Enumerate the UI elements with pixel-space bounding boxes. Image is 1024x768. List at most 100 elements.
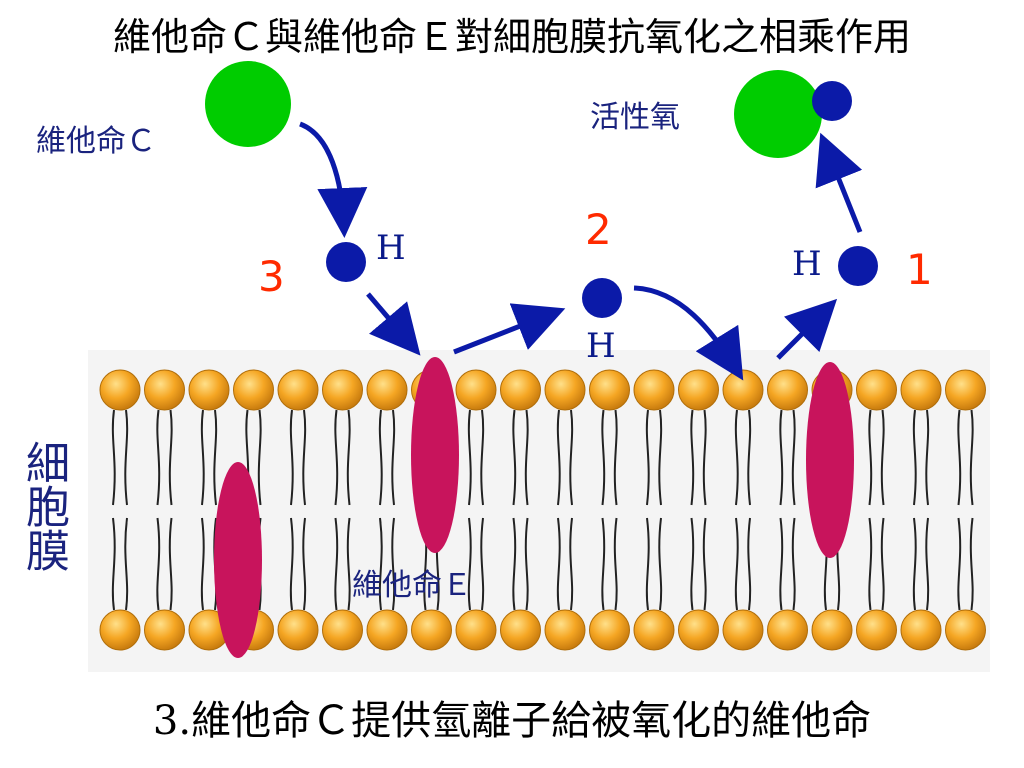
lipid-tail [702,409,707,506]
hydrogen-label-middle: H [586,326,616,366]
lipid-tail [168,517,173,611]
lipid-tail [378,517,383,611]
caption-text: 3.維他命Ｃ提供氫離子給被氧化的維他命 [152,698,872,744]
lipid-tail [289,517,294,611]
lipid-tail [391,409,396,506]
molecules [205,61,878,318]
arrow-protein-to-middle-h [453,303,566,355]
lipid-head-top [366,369,408,411]
lipid-head-top [722,369,764,411]
lipid-head-top [856,369,897,411]
lipid-tail [957,517,962,611]
lipid-tail [601,517,606,611]
lipid-tail [880,517,885,611]
lipid-tail [925,517,930,611]
lipid-head-bottom [900,609,942,651]
vitamin-e-label: 維他命Ｅ [352,568,472,603]
lipid-tail [569,409,574,506]
lipid-tail [868,409,873,506]
lipid-tail [200,517,205,611]
lipid-tail [779,409,784,506]
hydrogen-atom-left [326,242,366,282]
lipid-tail [289,409,294,506]
lipid-tail [868,517,873,611]
lipid-head-top [589,369,630,411]
lipid-tail [747,409,752,506]
lipid-tail [912,517,917,611]
hydrogen-atom-middle [582,278,622,318]
lipid-tail [601,409,606,506]
lipid-tail [334,517,339,611]
arrow-membrane-to-right-h [776,298,838,360]
lipid-head-top [144,369,185,411]
lipid-tail [378,409,383,506]
arrow-middle-h-to-membrane [633,285,744,381]
reaction-arrows [299,121,863,381]
lipid-tail [391,517,396,611]
lipid-tail [111,409,116,506]
hydrogen-label-right: H [792,244,822,284]
lipid-tail [512,409,517,506]
reactive-oxygen-hydrogen-atom [812,81,852,121]
reactive-oxygen-label: 活性氧 [590,100,680,135]
lipid-head-bottom [500,609,541,651]
vitamin-e-protein-right [806,362,854,558]
lipid-tail [124,409,129,506]
lipid-tail [124,517,129,611]
lipid-head-top [455,369,497,411]
lipid-head-top [277,369,319,411]
lipid-head-bottom [455,609,497,651]
arrow-right-h-to-reactive-oxygen [815,132,863,233]
lipid-tail [257,409,262,506]
lipid-head-bottom [322,609,363,651]
lipid-tail [111,517,116,611]
lipid-tail [480,517,485,611]
lipid-tail [658,409,663,506]
lipid-head-top [99,369,141,411]
lipid-tail [156,409,161,506]
lipid-tail [512,517,517,611]
reactive-oxygen-circle [734,70,822,158]
lipid-tail [791,517,796,611]
arrow-vitamin-c-to-h [299,121,368,238]
step-number-1: 1 [906,245,933,294]
lipid-head-top [322,369,363,411]
lipid-head-top [767,369,808,411]
vitamin-c-label: 維他命Ｃ [36,124,156,159]
lipid-head-bottom [856,609,897,651]
vitamin-e-proteins [214,357,854,658]
lipid-tail [690,517,695,611]
lipid-tail [734,409,739,506]
lipid-head-top [678,369,719,411]
lipid-tail [156,517,161,611]
lipid-tail [925,409,930,506]
lipid-tail [346,517,351,611]
hydrogen-atom-right [838,246,878,286]
lipid-tail [346,409,351,506]
vitamin-e-protein-left [214,462,262,658]
vitamin-e-protein-middle [411,357,459,553]
lipid-tail [734,517,739,611]
lipid-head-top [945,369,986,411]
lipid-tail [302,517,307,611]
lipid-tail [702,517,707,611]
lipid-head-bottom [589,609,630,651]
lipid-tail [302,409,307,506]
step-number-2: 2 [585,205,612,254]
lipid-tail [524,409,529,506]
vitamin-c-circle [205,61,291,147]
lipid-head-bottom [544,609,586,651]
lipid-head-bottom [366,609,408,651]
step-number-3: 3 [258,252,285,301]
lipid-tail [747,517,752,611]
lipid-head-top [188,369,230,411]
lipid-head-bottom [811,609,853,651]
lipid-head-bottom [277,609,319,651]
lipid-tail [334,409,339,506]
arrow-h-to-protein [366,292,421,356]
lipid-head-top [900,369,942,411]
lipid-head-bottom [411,609,452,651]
cell-membrane-label: 細胞膜 [18,440,69,572]
